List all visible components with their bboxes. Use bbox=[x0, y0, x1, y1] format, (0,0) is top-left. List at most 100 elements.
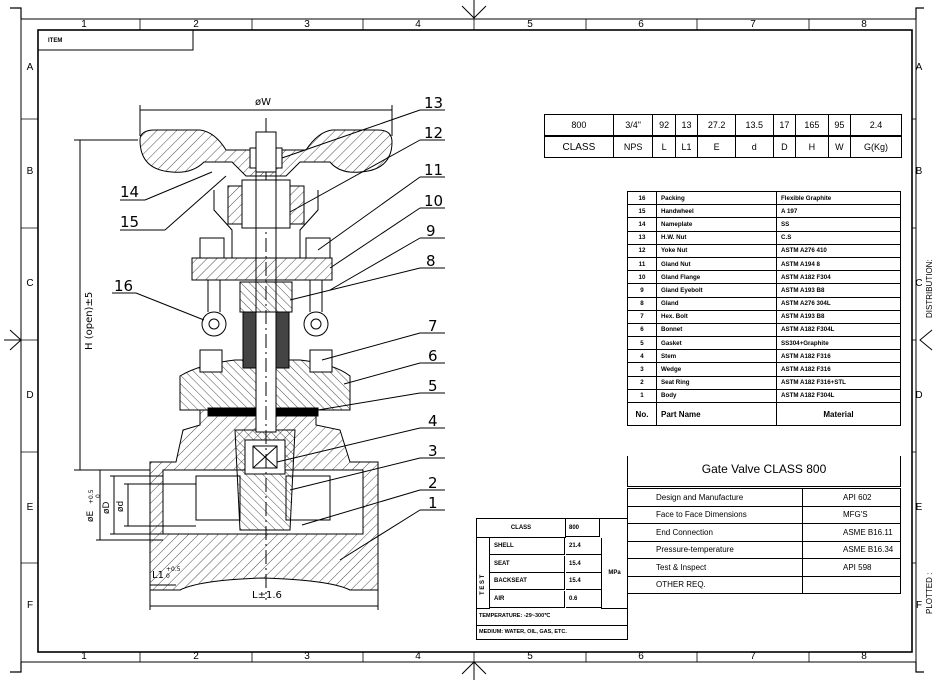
standard-value: API 598 bbox=[802, 558, 901, 577]
parts-cell-material: Flexible Graphite bbox=[776, 190, 901, 206]
standard-label: Face to Face Dimensions bbox=[627, 505, 803, 524]
parts-cell-no: 15 bbox=[627, 204, 657, 219]
standard-label: Design and Manufacture bbox=[627, 488, 803, 507]
parts-cell-no: 8 bbox=[627, 296, 657, 311]
dim-e-tol: +0.5 bbox=[88, 489, 95, 504]
spec-value: 800 bbox=[544, 114, 614, 137]
dim-d-small: ød bbox=[116, 500, 126, 512]
dim-w: øW bbox=[255, 97, 272, 108]
callout-7: 7 bbox=[428, 317, 438, 335]
callout-14: 14 bbox=[120, 183, 140, 201]
parts-cell-material: ASTM A276 304L bbox=[776, 296, 901, 311]
spec-header: D bbox=[772, 135, 797, 158]
standard-value: ASME B16.11 bbox=[802, 523, 901, 542]
dim-e: øE bbox=[86, 510, 96, 522]
test-divider bbox=[477, 625, 627, 626]
test-class-value: 800 bbox=[566, 519, 600, 537]
spec-header: d bbox=[734, 135, 774, 158]
zone-col-1-bottom: 1 bbox=[81, 651, 87, 662]
test-side-text: T E S T bbox=[480, 574, 486, 595]
parts-cell-material: ASTM A182 F316+STL bbox=[776, 375, 901, 390]
parts-cell-no: 1 bbox=[627, 388, 657, 404]
parts-cell-no: 12 bbox=[627, 243, 657, 258]
parts-cell-material: ASTM A182 F304L bbox=[776, 388, 901, 404]
callout-15: 15 bbox=[120, 213, 140, 231]
dim-h: H (open)±5 bbox=[84, 291, 95, 350]
dim-d-big: øD bbox=[102, 501, 112, 514]
parts-cell-no: 9 bbox=[627, 283, 657, 298]
parts-cell-material: C.S bbox=[776, 230, 901, 245]
spec-value: 3/4" bbox=[612, 114, 654, 137]
item-label: ITEM bbox=[48, 38, 63, 44]
zone-col-4-bottom: 4 bbox=[415, 651, 421, 662]
callout-11: 11 bbox=[424, 161, 444, 179]
spec-value: 13 bbox=[674, 114, 699, 137]
spec-header: L bbox=[652, 135, 676, 158]
standard-value: API 602 bbox=[802, 488, 901, 507]
dim-l1-tol2: 0 bbox=[166, 573, 170, 580]
parts-cell-no: 5 bbox=[627, 336, 657, 351]
dim-l1: L1 bbox=[152, 570, 164, 581]
zone-col-4: 4 bbox=[415, 19, 421, 30]
test-row-value: 21.4 bbox=[566, 538, 601, 555]
parts-cell-no: 3 bbox=[627, 362, 657, 377]
zone-col-3-bottom: 3 bbox=[304, 651, 310, 662]
parts-cell-material: ASTM A194 8 bbox=[776, 256, 901, 272]
parts-header-no: No. bbox=[627, 402, 657, 426]
zone-row-d: D bbox=[26, 390, 34, 401]
spec-headers-row: CLASS NPS L L1 E d D H W G(Kg) bbox=[544, 135, 902, 158]
parts-cell-name: Wedge bbox=[656, 362, 777, 377]
parts-cell-name: Gland Eyebolt bbox=[656, 283, 777, 298]
callout-13: 13 bbox=[424, 94, 444, 112]
zone-col-7: 7 bbox=[750, 19, 756, 30]
test-row-label: BACKSEAT bbox=[490, 573, 565, 590]
standard-value bbox=[802, 575, 901, 594]
parts-header-name: Part Name bbox=[656, 402, 777, 426]
zone-col-5-bottom: 5 bbox=[527, 651, 533, 662]
parts-header-row: No. Part Name Material bbox=[627, 402, 901, 426]
test-side-label bbox=[477, 538, 490, 609]
parts-cell-name: Gland bbox=[656, 296, 777, 311]
zone-col-2: 2 bbox=[193, 19, 199, 30]
spec-header: E bbox=[697, 135, 736, 158]
callout-4: 4 bbox=[428, 412, 438, 430]
parts-cell-no: 6 bbox=[627, 322, 657, 338]
zone-row-b-right: B bbox=[915, 166, 923, 177]
zone-row-d-right: D bbox=[915, 390, 923, 401]
standard-value: MFG'S bbox=[802, 505, 901, 524]
parts-cell-material: SS bbox=[776, 217, 901, 232]
parts-cell-material: A 197 bbox=[776, 204, 901, 219]
parts-cell-name: Body bbox=[656, 388, 777, 404]
spec-value: 165 bbox=[795, 114, 829, 137]
parts-cell-material: ASTM A182 F304 bbox=[776, 270, 901, 285]
parts-cell-material: ASTM A182 F304L bbox=[776, 322, 901, 338]
callout-1: 1 bbox=[428, 494, 438, 512]
spec-header: L1 bbox=[674, 135, 699, 158]
parts-cell-material: ASTM A182 F316 bbox=[776, 362, 901, 377]
test-row-value: 0.6 bbox=[566, 591, 601, 608]
callout-16: 16 bbox=[114, 277, 134, 295]
standard-value: ASME B16.34 bbox=[802, 540, 901, 559]
parts-cell-no: 7 bbox=[627, 309, 657, 324]
parts-cell-material: ASTM A193 B8 bbox=[776, 283, 901, 298]
zone-col-3: 3 bbox=[304, 19, 310, 30]
standard-label: Pressure-temperature bbox=[627, 540, 803, 559]
parts-cell-name: Bonnet bbox=[656, 322, 777, 338]
spec-header: H bbox=[795, 135, 829, 158]
zone-row-f-right: F bbox=[915, 600, 923, 611]
standard-row: OTHER REQ. bbox=[627, 575, 901, 594]
spec-header: W bbox=[827, 135, 852, 158]
parts-cell-no: 10 bbox=[627, 270, 657, 285]
parts-cell-name: Yoke Nut bbox=[656, 243, 777, 258]
spec-value: 17 bbox=[772, 114, 797, 137]
